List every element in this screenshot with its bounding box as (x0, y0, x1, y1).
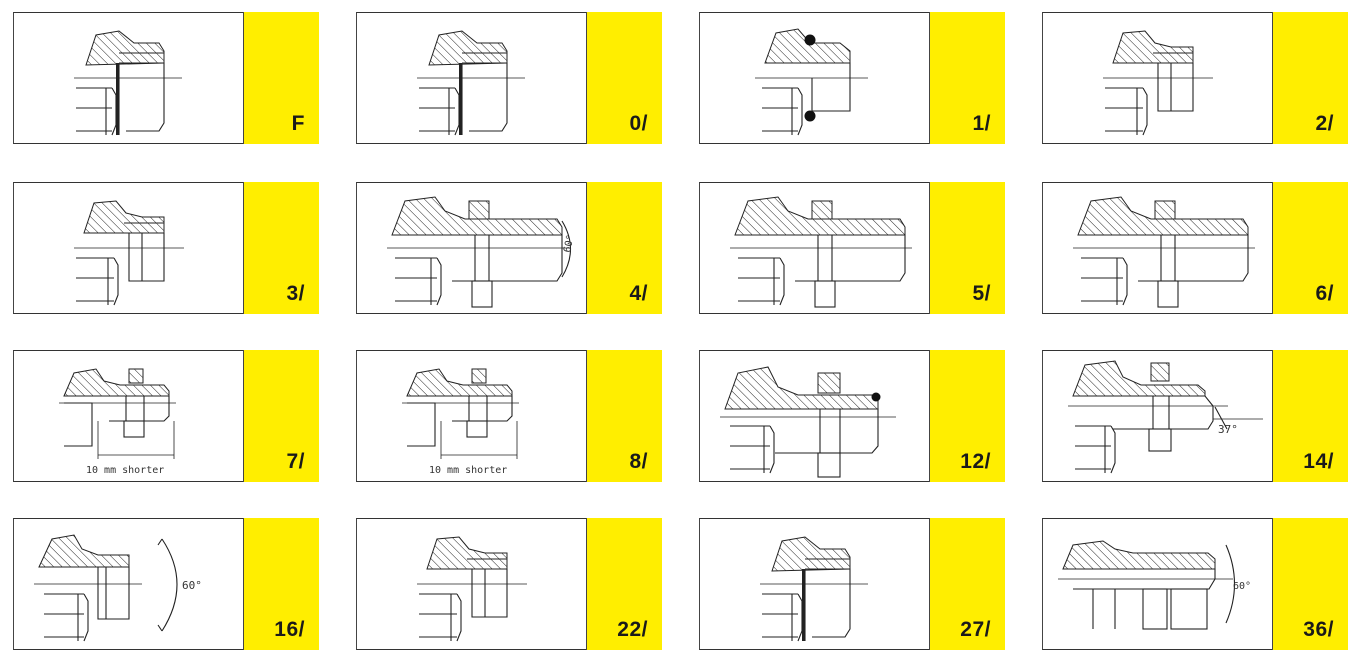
code-label-box: 3/ (243, 182, 319, 314)
stud-37-degree-flare-drawing: 37° (1068, 360, 1263, 474)
code-label-box: 2/ (1272, 12, 1348, 144)
fitting-card-F[interactable]: F (13, 12, 319, 144)
fitting-code: F (291, 112, 305, 135)
fitting-card-6[interactable]: 6/ (1042, 182, 1348, 314)
long-stud-with-nut-drawing (730, 196, 912, 308)
fitting-code: 36/ (1303, 618, 1334, 641)
stud-with-nut-and-ring-drawing (720, 366, 896, 478)
code-label-box: 7/ (243, 350, 319, 482)
stud-60-degree-cone-drawing: 60° (34, 534, 202, 642)
fitting-card-5[interactable]: 5/ (699, 182, 1005, 314)
fitting-code: 8/ (629, 450, 648, 473)
code-label-box: 6/ (1272, 182, 1348, 314)
long-stud-60-degree-cone-drawing: 60° (1058, 540, 1251, 630)
code-label-box: 16/ (243, 518, 319, 650)
fitting-card-3[interactable]: 3/ (13, 182, 319, 314)
fitting-card-1[interactable]: 1/ (699, 12, 1005, 144)
code-label-box: 8/ (586, 350, 662, 482)
fitting-card-8[interactable]: 10 mm shorter 8/ (356, 350, 662, 482)
long-stud-with-nut-drawing: 60° (387, 196, 577, 308)
fitting-card-36[interactable]: 60° 36/ (1042, 518, 1348, 650)
fitting-card-22[interactable]: 22/ (356, 518, 662, 650)
dimension-annotation: 60° (1233, 581, 1251, 592)
fitting-code: 2/ (1315, 112, 1334, 135)
dimension-annotation: 60° (182, 579, 202, 592)
code-label-box: 22/ (586, 518, 662, 650)
hatched-port-sealing-ring-drawing (760, 536, 868, 642)
dimension-annotation: 60° (562, 234, 577, 254)
short-stud-with-nut-drawing: 10 mm shorter (59, 368, 176, 476)
fitting-code: 0/ (629, 112, 648, 135)
code-label-box: 27/ (929, 518, 1005, 650)
code-label-box: 1/ (929, 12, 1005, 144)
dimension-annotation: 10 mm shorter (86, 465, 164, 476)
fitting-code: 14/ (1303, 450, 1334, 473)
hatched-port-sealing-ring-drawing (417, 30, 525, 136)
stepped-port-drawing (1103, 30, 1213, 136)
fitting-card-0[interactable]: 0/ (356, 12, 662, 144)
code-label-box: 5/ (929, 182, 1005, 314)
long-stud-with-nut-drawing (1073, 196, 1255, 308)
dimension-annotation: 37° (1218, 423, 1238, 436)
code-label-box: 0/ (586, 12, 662, 144)
dimension-annotation: 10 mm shorter (429, 465, 507, 476)
fitting-code: 4/ (629, 282, 648, 305)
short-stud-with-nut-drawing: 10 mm shorter (402, 368, 519, 476)
fitting-card-2[interactable]: 2/ (1042, 12, 1348, 144)
fitting-card-4[interactable]: 60° 4/ (356, 182, 662, 314)
fitting-card-27[interactable]: 27/ (699, 518, 1005, 650)
fitting-code: 1/ (972, 112, 991, 135)
fitting-code: 7/ (286, 450, 305, 473)
code-label-box: 4/ (586, 182, 662, 314)
stepped-port-drawing (74, 200, 184, 306)
code-label-box: 36/ (1272, 518, 1348, 650)
o-ring-port-drawing (755, 28, 868, 136)
fitting-card-7[interactable]: 10 mm shorter 7/ (13, 350, 319, 482)
fitting-card-16[interactable]: 60° 16/ (13, 518, 319, 650)
fitting-code: 5/ (972, 282, 991, 305)
fitting-code: 6/ (1315, 282, 1334, 305)
fitting-code: 22/ (617, 618, 648, 641)
fitting-code: 27/ (960, 618, 991, 641)
hatched-port-sealing-ring-drawing (74, 30, 182, 136)
code-label-box: 12/ (929, 350, 1005, 482)
code-label-box: 14/ (1272, 350, 1348, 482)
fitting-code: 3/ (286, 282, 305, 305)
fitting-card-12[interactable]: 12/ (699, 350, 1005, 482)
stepped-port-drawing (417, 536, 527, 642)
fitting-code: 16/ (274, 618, 305, 641)
fitting-card-14[interactable]: 37° 14/ (1042, 350, 1348, 482)
fitting-code: 12/ (960, 450, 991, 473)
code-label-box: F (243, 12, 319, 144)
